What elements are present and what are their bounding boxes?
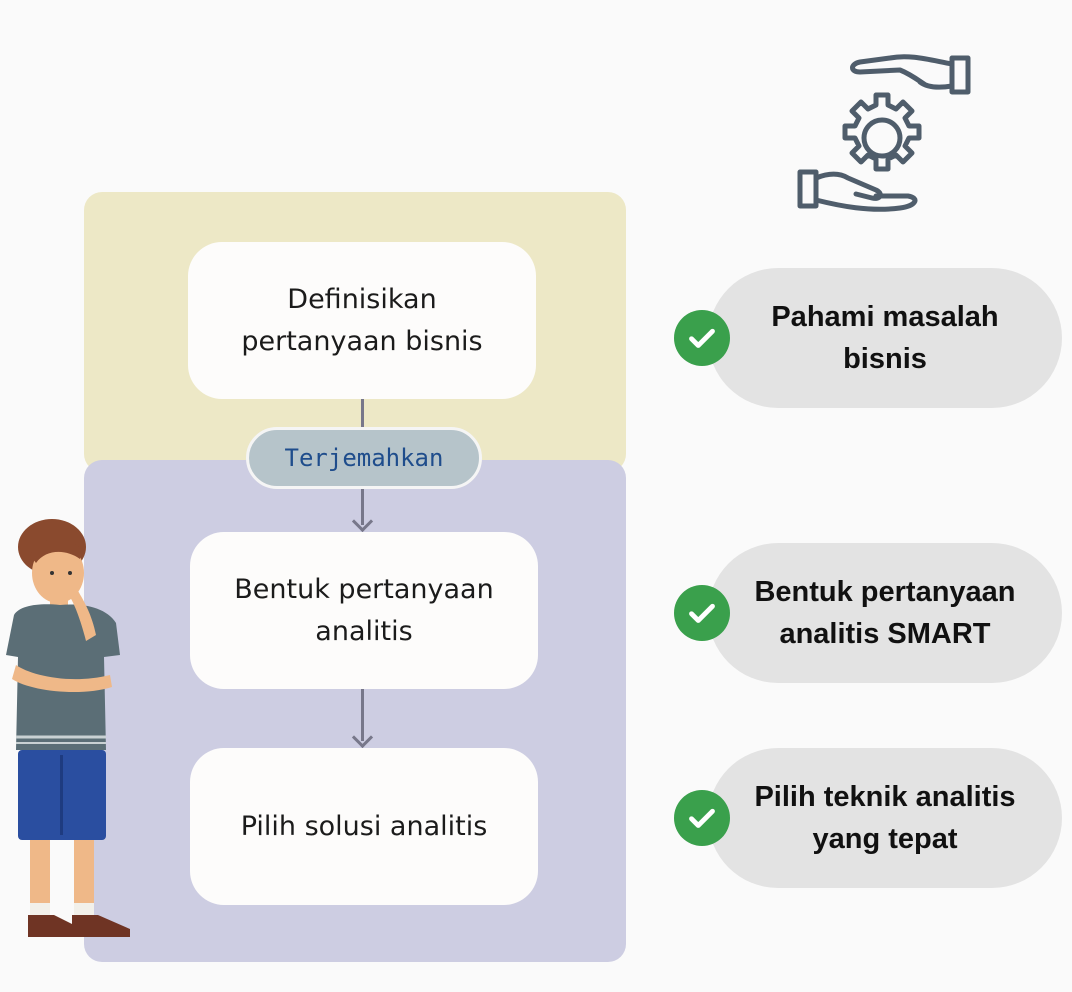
translate-label: Terjemahkan bbox=[246, 427, 482, 489]
checklist-1-line-1: Pahami masalah bbox=[771, 301, 999, 333]
check-circle-icon bbox=[674, 790, 730, 846]
checklist-item-smart-question: Bentuk pertanyaan analitis SMART bbox=[708, 543, 1062, 683]
check-circle-icon bbox=[674, 585, 730, 641]
checklist-item-understand-problem: Pahami masalah bisnis bbox=[708, 268, 1062, 408]
step-3-line-1: Pilih solusi analitis bbox=[240, 810, 488, 842]
checklist-2-line-1: Bentuk pertanyaan bbox=[754, 576, 1016, 608]
checklist-3-line-1: Pilih teknik analitis bbox=[754, 781, 1016, 813]
step-1-line-2: pertanyaan bisnis bbox=[241, 325, 483, 357]
checklist-1-line-2: bisnis bbox=[843, 343, 927, 375]
step-form-analytic-question: Bentuk pertanyaan analitis bbox=[190, 532, 538, 689]
connector-line-2 bbox=[361, 489, 364, 525]
check-circle-icon bbox=[674, 310, 730, 366]
checklist-2-line-2: analitis SMART bbox=[779, 618, 991, 650]
hands-gear-icon bbox=[797, 54, 971, 212]
thinking-person-illustration bbox=[6, 519, 130, 937]
checklist-3-line-2: yang tepat bbox=[812, 823, 958, 855]
connector-line-3 bbox=[361, 689, 364, 741]
step-define-business-question: Definisikan pertanyaan bisnis bbox=[188, 242, 536, 399]
checklist-item-choose-technique: Pilih teknik analitis yang tepat bbox=[708, 748, 1062, 888]
step-2-line-2: analitis bbox=[315, 615, 413, 647]
connector-line-1 bbox=[361, 399, 364, 429]
step-2-line-1: Bentuk pertanyaan bbox=[234, 573, 494, 605]
step-1-line-1: Definisikan bbox=[287, 283, 437, 315]
step-choose-analytic-solution: Pilih solusi analitis bbox=[190, 748, 538, 905]
